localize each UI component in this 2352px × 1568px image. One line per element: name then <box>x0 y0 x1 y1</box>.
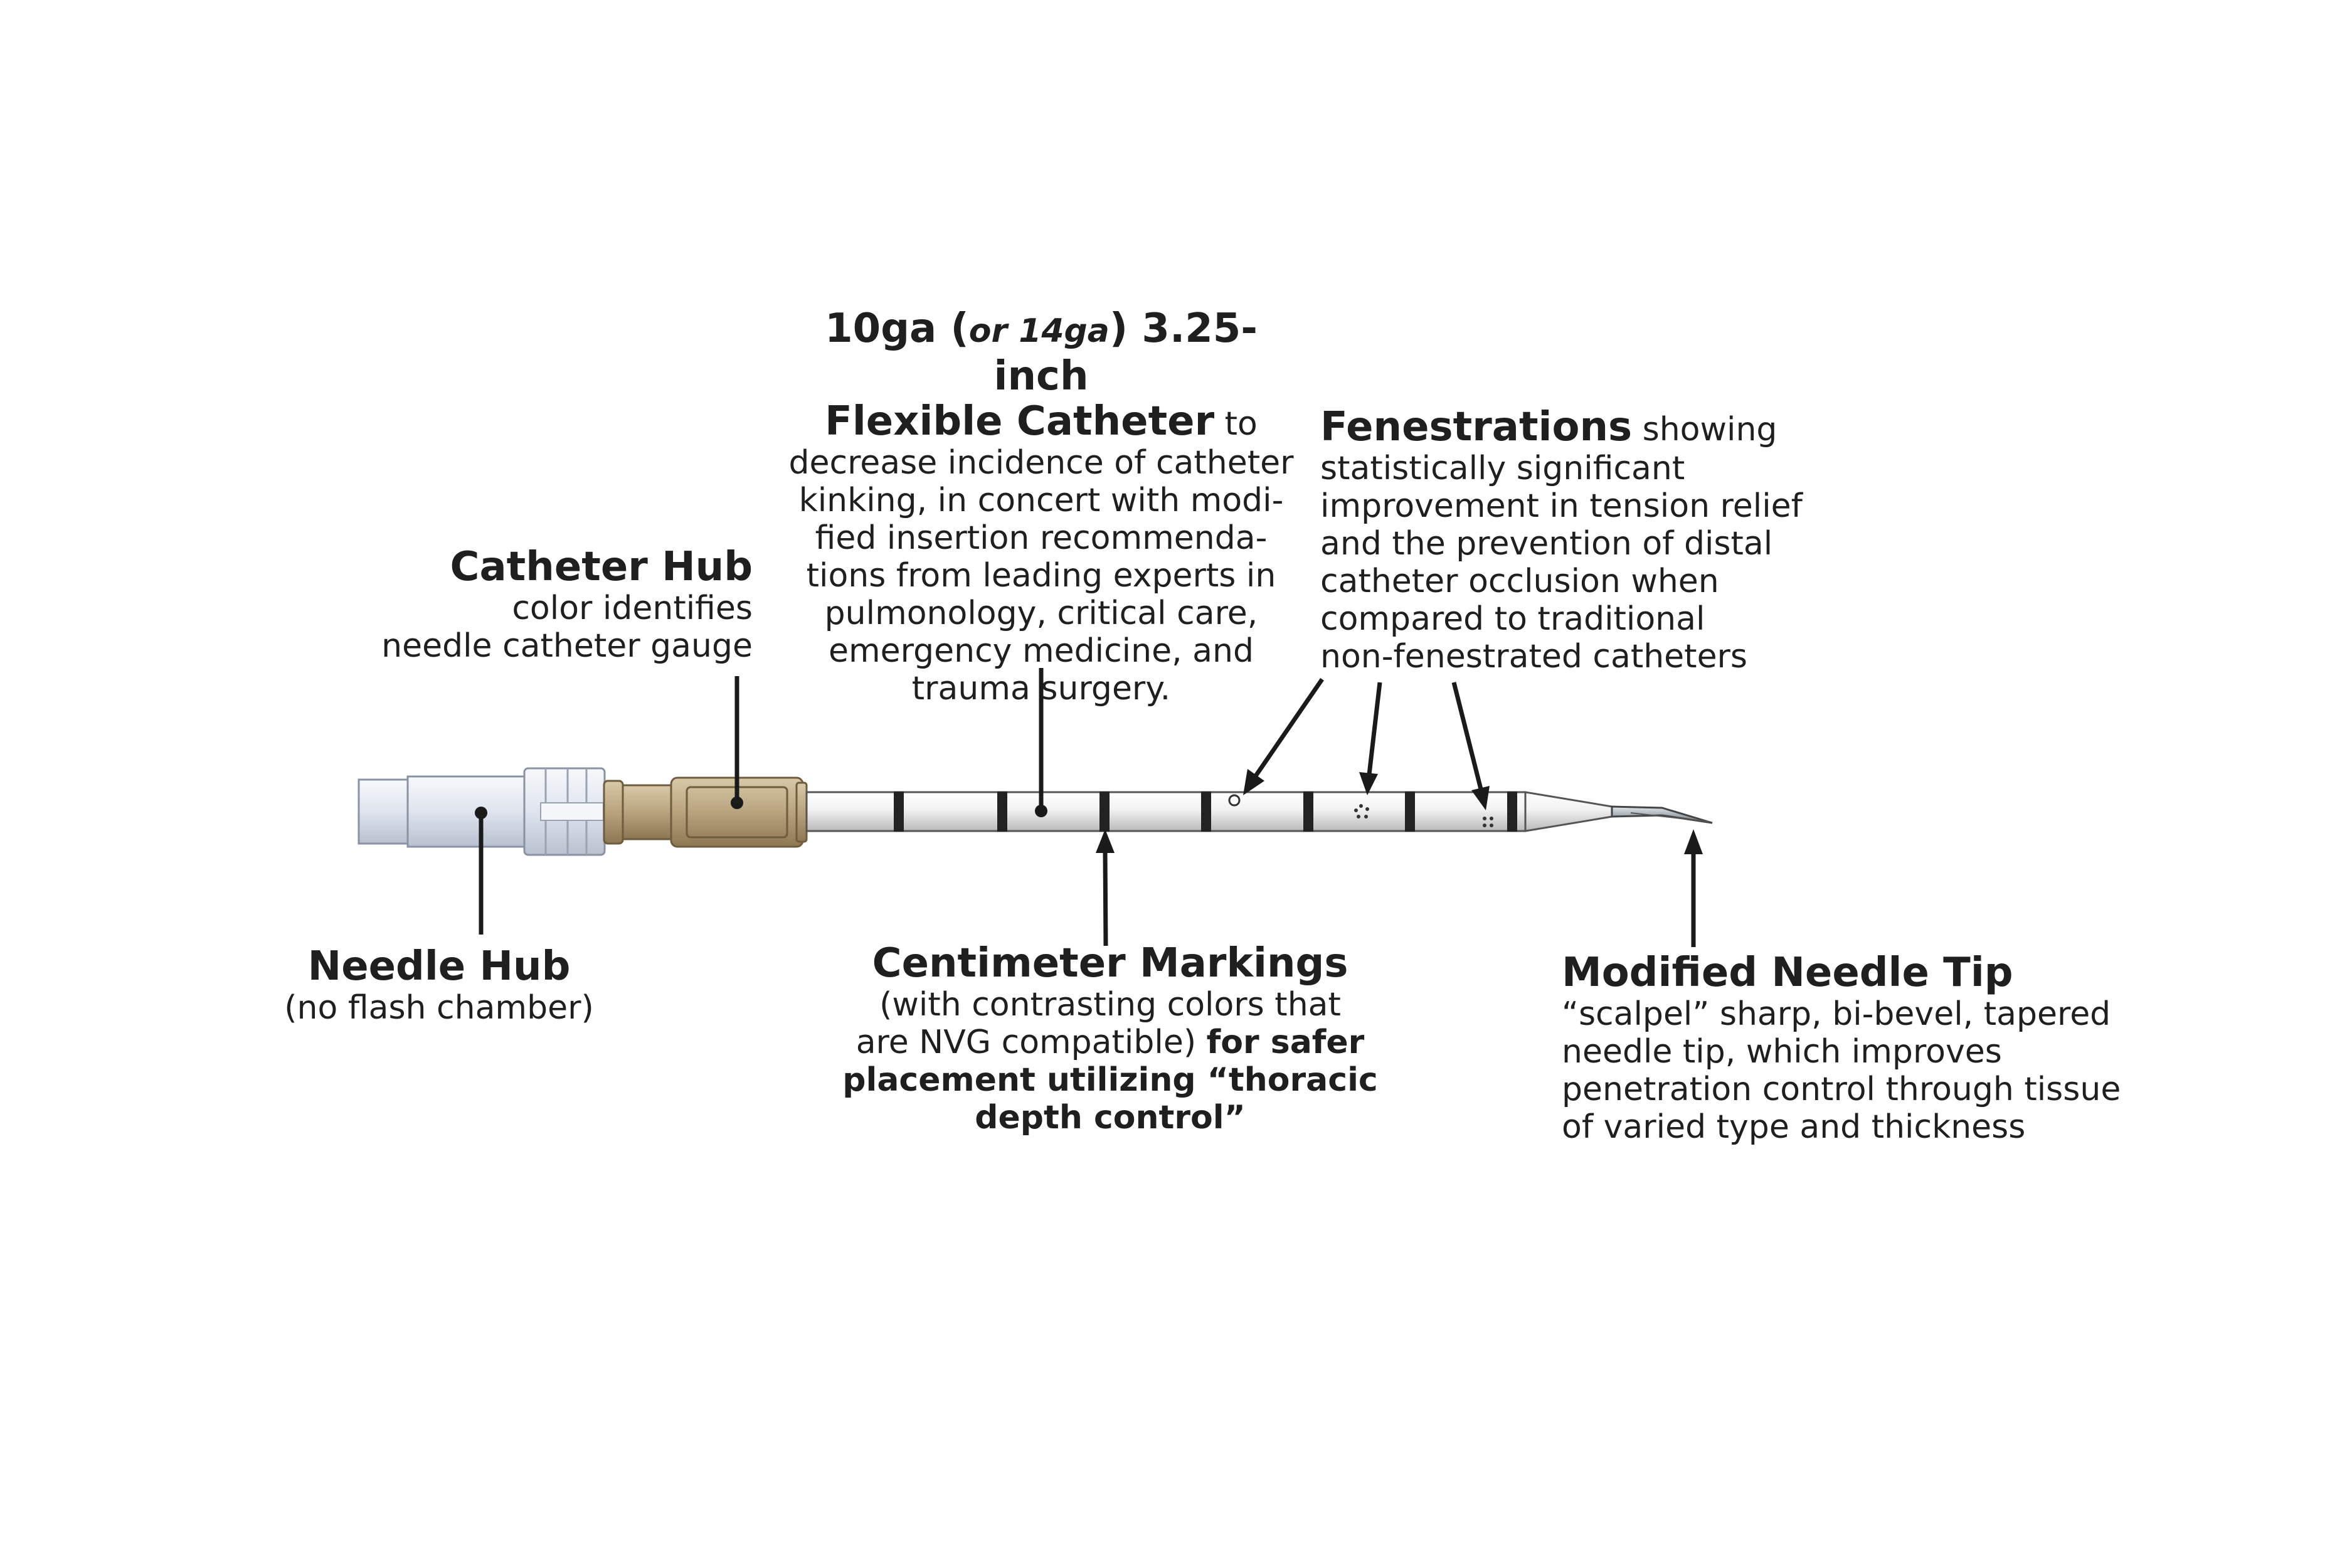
needle-hub-label: Needle Hub (no flash chamber) <box>263 944 615 1027</box>
flexible-catheter-title-line2: Flexible Catheter to <box>784 399 1298 444</box>
centimeter-markings-title: Centimeter Markings <box>872 940 1348 987</box>
flexible-catheter-line: kinking, in concert with modi- <box>798 482 1284 519</box>
centimeter-markings-line3: placement utilizing “thoracic <box>842 1061 1378 1099</box>
modified-needle-tip-title: Modified Needle Tip <box>1562 950 2013 996</box>
marking-band <box>894 792 904 832</box>
flexible-catheter <box>805 791 1527 832</box>
needle-tip-arrowhead <box>1684 829 1703 854</box>
fenestration-arrowhead-3 <box>1471 786 1490 810</box>
modified-needle-tip-line: “scalpel” sharp, bi-bevel, tapered <box>1562 995 2111 1033</box>
fenestrations-title-line: Fenestrations showing <box>1320 405 1860 450</box>
marking-band <box>997 792 1007 832</box>
centimeter-markings-line4: depth control” <box>975 1099 1246 1136</box>
modified-needle-tip <box>1524 791 1713 832</box>
centimeter-markings-arrowhead <box>1096 829 1115 853</box>
flexible-catheter-title-a: 10ga ( <box>825 305 969 352</box>
fenestrations-line: statistically significant <box>1320 450 1685 487</box>
fenestrations-line: catheter occlusion when <box>1320 563 1719 600</box>
catheter-hub-line2: needle catheter gauge <box>381 627 753 665</box>
fenestration-hole <box>1483 817 1493 827</box>
modified-needle-tip-line: penetration control through tissue <box>1562 1071 2121 1108</box>
centimeter-markings-line2: are NVG compatible) for safer <box>834 1024 1386 1061</box>
needle-hub-title: Needle Hub <box>307 943 571 990</box>
flexible-catheter-title-b: ) 3.25-inch <box>993 305 1258 400</box>
fenestrations-title-suffix: showing <box>1632 411 1777 448</box>
flexible-catheter-line: decrease incidence of catheter <box>788 444 1294 482</box>
fenestrations <box>1228 794 1493 827</box>
flexible-catheter-line: tions from leading experts in <box>806 557 1276 595</box>
fenestrations-label: Fenestrations showing statistically sign… <box>1320 405 1860 675</box>
pointer-arrows <box>1096 678 1703 947</box>
fenestrations-line: improvement in tension relief <box>1320 487 1803 525</box>
needle-hub-dot <box>475 807 487 819</box>
fenestrations-line: and the prevention of distal <box>1320 525 1773 563</box>
needle-hub-line1: (no flash chamber) <box>284 989 594 1027</box>
fenestration-arrow-2 <box>1367 682 1382 775</box>
centimeter-markings-label: Centimeter Markings (with contrasting co… <box>834 941 1386 1136</box>
flexible-catheter-line: trauma surgery. <box>911 670 1171 707</box>
catheter-hub-dot <box>731 797 743 809</box>
flexible-catheter-line: pulmonology, critical care, <box>824 595 1258 632</box>
flexible-catheter-title: 10ga (or 14ga) 3.25-inch <box>784 306 1298 399</box>
centimeter-markings-line2-bold: for safer <box>1206 1024 1365 1061</box>
leader-lines <box>475 668 1047 935</box>
flexible-catheter-title-italic: or 14ga <box>968 312 1110 350</box>
catheter-hub <box>603 776 808 848</box>
fenestrations-line: non-fenestrated catheters <box>1320 638 1748 675</box>
centimeter-markings-arrow <box>1103 849 1108 946</box>
flexible-catheter-title-c: Flexible Catheter <box>825 398 1215 445</box>
flexible-catheter-dot <box>1035 805 1047 817</box>
fenestration-arrowhead-2 <box>1359 772 1378 795</box>
centimeter-markings <box>894 792 1517 832</box>
catheter-hub-label: Catheter Hub color identifies needle cat… <box>351 544 753 665</box>
modified-needle-tip-line: of varied type and thickness <box>1562 1108 2026 1146</box>
marking-band <box>1201 792 1211 832</box>
modified-needle-tip-line: needle tip, which improves <box>1562 1033 2002 1071</box>
fenestration-arrowhead-1 <box>1243 769 1264 795</box>
marking-band <box>1099 792 1110 832</box>
flexible-catheter-line: emergency medicine, and <box>829 632 1254 670</box>
marking-band <box>1303 792 1313 832</box>
modified-needle-tip-label: Modified Needle Tip “scalpel” sharp, bi-… <box>1562 950 2164 1146</box>
fenestration-hole <box>1354 804 1369 818</box>
marking-band <box>1507 792 1517 832</box>
flexible-catheter-label: 10ga (or 14ga) 3.25-inch Flexible Cathet… <box>784 306 1298 707</box>
flexible-catheter-line: fied insertion recommenda- <box>815 519 1268 557</box>
fenestration-arrow-1 <box>1253 678 1324 779</box>
centimeter-markings-line2-regular: are NVG compatible) <box>856 1024 1207 1061</box>
marking-band <box>1405 792 1415 832</box>
flexible-catheter-title-suffix: to <box>1214 405 1258 443</box>
fenestrations-title: Fenestrations <box>1320 404 1633 450</box>
centimeter-markings-line1: (with contrasting colors that <box>879 986 1341 1024</box>
catheter-hub-title: Catheter Hub <box>450 544 753 590</box>
fenestrations-line: compared to traditional <box>1320 600 1705 638</box>
fenestration-hole <box>1228 794 1241 807</box>
catheter-hub-line1: color identifies <box>512 590 753 627</box>
needle-hub <box>358 767 606 856</box>
fenestration-arrow-3 <box>1451 682 1483 790</box>
